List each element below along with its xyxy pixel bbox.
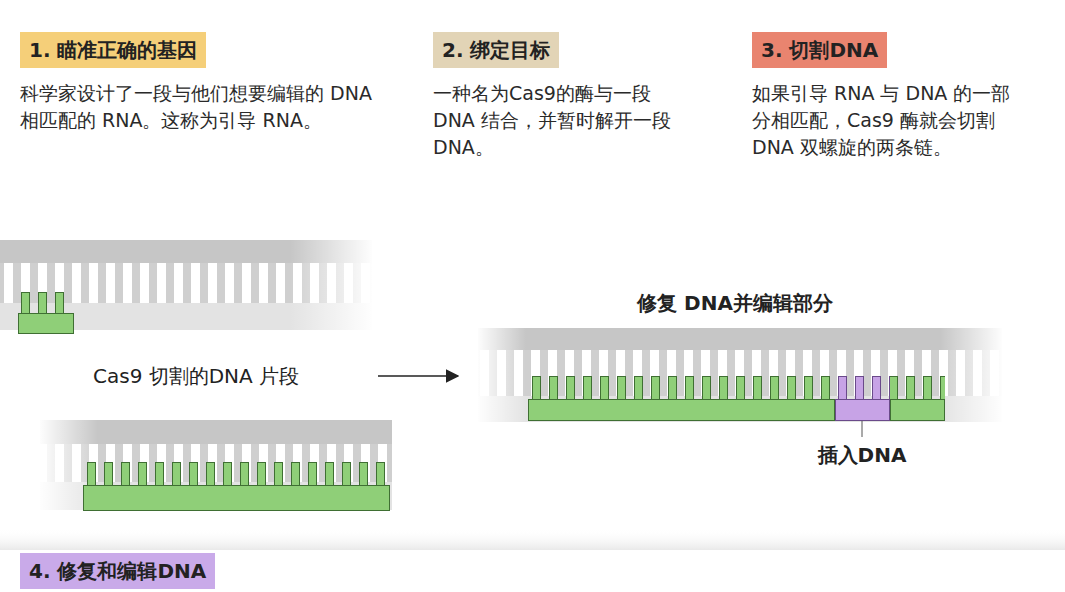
- step-heading: 3. 切割DNA: [752, 32, 887, 68]
- step-box: 2. 绑定目标一种名为Cas9的酶与一段 DNA 结合，并暂时解开一段 DNA。: [433, 32, 691, 161]
- step-box: 1. 瞄准正确的基因科学家设计了一段与他们想要编辑的 DNA 相匹配的 RNA。…: [20, 32, 375, 134]
- step-description: 如果引导 RNA 与 DNA 的一部分相匹配，Cas9 酶就会切割 DNA 双螺…: [752, 80, 1014, 161]
- step-heading: 2. 绑定目标: [433, 32, 559, 68]
- step-box: 3. 切割DNA 如果引导 RNA 与 DNA 的一部分相匹配，Cas9 酶就会切…: [752, 32, 1014, 161]
- step-heading: 1. 瞄准正确的基因: [20, 32, 206, 68]
- illustration-label: 修复 DNA并编辑部分: [637, 290, 833, 316]
- leader-line: [862, 421, 863, 437]
- step-description: 一种名为Cas9的酶与一段 DNA 结合，并暂时解开一段 DNA。: [433, 80, 691, 161]
- dna-strand-guide: [0, 238, 374, 334]
- step-heading: 4. 修复和编辑DNA: [20, 553, 215, 589]
- section-ground: [0, 550, 1065, 592]
- section-divider: [0, 528, 1065, 550]
- illustration-label: 插入DNA: [818, 442, 907, 468]
- dna-strand-repaired: [476, 326, 1004, 424]
- step-box: 4. 修复和编辑DNA: [20, 553, 340, 589]
- flow-arrow: [378, 375, 458, 377]
- step-description: 科学家设计了一段与他们想要编辑的 DNA 相匹配的 RNA。这称为引导 RNA。: [20, 80, 375, 134]
- illustration-label: Cas9 切割的DNA 片段: [93, 363, 299, 389]
- dna-strand-cut: [38, 418, 392, 512]
